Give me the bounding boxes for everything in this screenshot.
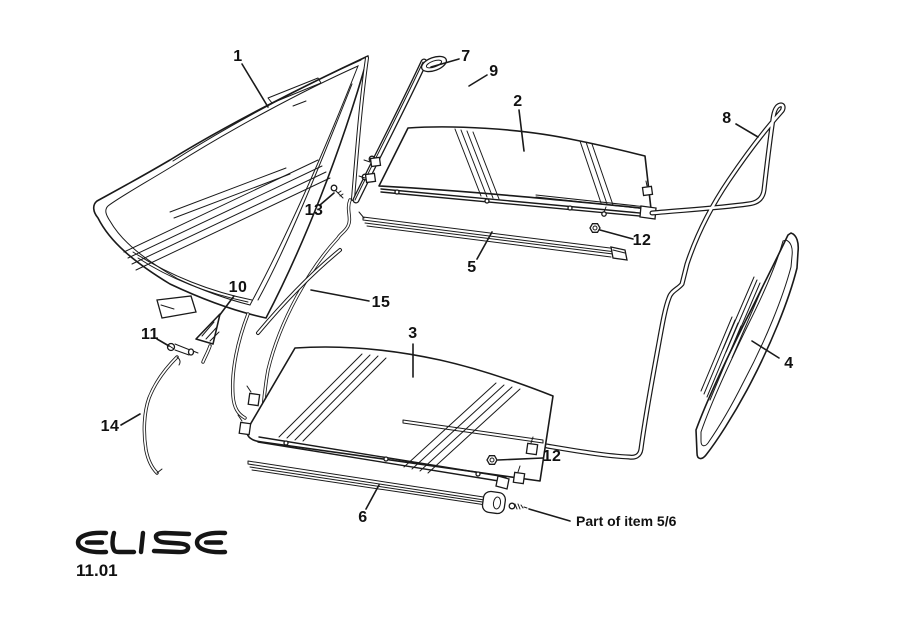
fastener-clip-11 (166, 342, 199, 356)
callout-10: 10 (228, 279, 248, 296)
door-glass-3 (237, 346, 554, 490)
glazing-strip-5 (358, 211, 628, 261)
nut-12-upper (589, 223, 601, 233)
callout-3: 3 (408, 325, 418, 342)
part-note: Part of item 5/6 (576, 513, 677, 529)
body-door-aperture-curve (260, 198, 352, 443)
trim-strip-15 (256, 248, 342, 335)
callout-2: 2 (513, 93, 523, 110)
rail-pin-icon (475, 471, 481, 477)
quarter-glass-4 (695, 232, 800, 460)
windscreen-finisher-strip (351, 56, 369, 201)
rail-pin-icon (484, 198, 490, 204)
callout-1: 1 (233, 48, 243, 65)
callout-7: 7 (461, 48, 471, 65)
callout-4: 4 (784, 355, 794, 372)
callout-8: 8 (722, 110, 732, 127)
callout-6: 6 (358, 509, 368, 526)
callout-12-lower: 12 (542, 448, 562, 465)
rail-pin-icon (394, 189, 400, 195)
callout-13: 13 (304, 202, 324, 219)
callout-14: 14 (100, 418, 120, 435)
strip-end-screw (508, 502, 528, 510)
screw-13 (330, 184, 344, 199)
leader-lines (120, 58, 780, 522)
rail-pin-icon (567, 205, 573, 211)
nut-12-lower (486, 455, 498, 465)
corner-wedge-part (195, 313, 221, 364)
callout-12-upper: 12 (632, 232, 652, 249)
windscreen-glass (92, 55, 369, 319)
a-pillar-trim (352, 55, 448, 204)
section-code: 11.01 (76, 561, 118, 580)
rail-pin-icon (283, 440, 289, 446)
callout-15: 15 (371, 294, 391, 311)
seal-strip-14 (142, 355, 181, 475)
rear-glass-2 (358, 126, 657, 220)
quarter-seal-strip (230, 312, 250, 420)
callout-9: 9 (489, 63, 499, 80)
callout-5: 5 (467, 259, 477, 276)
glazing-strip-6 (247, 460, 528, 515)
elise-logo (75, 530, 228, 555)
rail-pin-icon (383, 456, 389, 462)
door-aperture-seal-8 (544, 102, 786, 460)
callout-11: 11 (141, 326, 159, 343)
